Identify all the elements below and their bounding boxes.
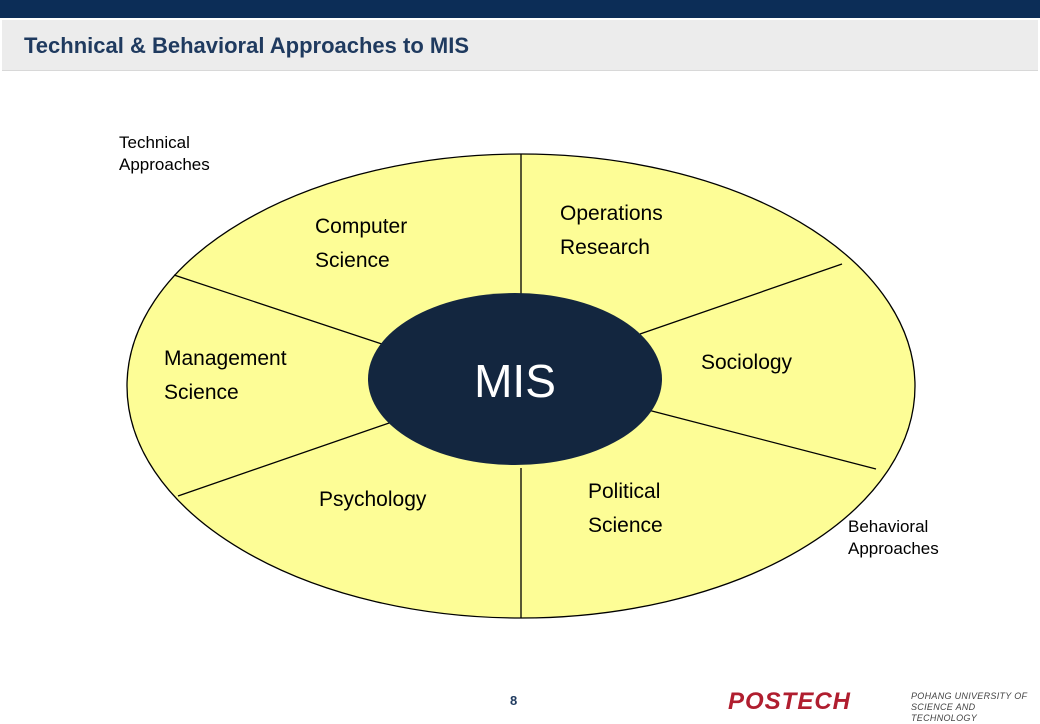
technical-label-line-1: Technical [119,133,190,152]
divider-upper-left [173,274,389,347]
political-science-line-1: Political [588,480,660,503]
technical-label-line-2: Approaches [119,155,210,174]
header-bar [0,0,1040,18]
logo-wordmark: POSTECH [728,688,852,715]
psychology-label: Psychology [319,488,427,511]
management-science-line-2: Science [164,381,239,404]
mis-center-label: MIS [474,355,556,407]
logo-subtitle-line-2: SCIENCE AND TECHNOLOGY [911,702,978,723]
technical-approaches-label: Technical Approaches [119,132,210,176]
behavioral-label-line-2: Approaches [848,539,939,558]
computer-science-line-1: Computer [315,215,407,238]
behavioral-approaches-label: Behavioral Approaches [848,516,939,560]
computer-science-line-2: Science [315,249,390,272]
political-science-line-2: Science [588,514,663,537]
postech-logo: POSTECH POHANG UNIVERSITY OF SCIENCE AND… [728,688,1028,723]
divider-lower-left [177,421,393,497]
divider-upper-right [639,263,843,335]
page-number: 8 [510,693,518,708]
mis-center-ellipse [368,293,662,465]
sociology-label: Sociology [701,351,793,374]
page-title: Technical & Behavioral Approaches to MIS [24,33,469,58]
logo-subtitle: POHANG UNIVERSITY OF SCIENCE AND TECHNOL… [911,691,1028,724]
management-science-line-1: Management [164,347,287,370]
divider-lower-right [647,409,877,470]
behavioral-label-line-1: Behavioral [848,517,929,536]
operations-research-line-1: Operations [560,202,663,225]
logo-subtitle-line-1: POHANG UNIVERSITY OF [911,691,1028,701]
title-bar: Technical & Behavioral Approaches to MIS [2,20,1038,71]
operations-research-line-2: Research [560,236,650,259]
